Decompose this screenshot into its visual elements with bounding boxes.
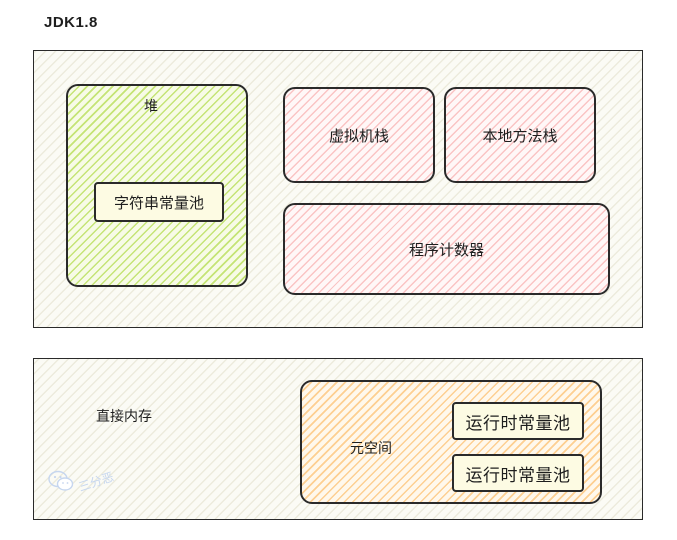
string-pool-box: 字符串常量池 <box>94 182 224 222</box>
native-stack-box: 本地方法栈 <box>444 87 596 183</box>
pc-register-box: 程序计数器 <box>283 203 610 295</box>
watermark: 三分恶 <box>48 469 116 494</box>
metaspace-box: 元空间 运行时常量池 运行时常量池 <box>300 380 602 504</box>
watermark-text: 三分恶 <box>76 469 116 494</box>
metaspace-label: 元空间 <box>350 441 392 457</box>
runtime-pool-box: 运行时常量池 <box>452 454 584 492</box>
jvm-stack-box: 虚拟机栈 <box>283 87 435 183</box>
wechat-icon <box>48 470 74 492</box>
heap-box: 堆 字符串常量池 <box>66 84 248 287</box>
runtime-pool-box: 运行时常量池 <box>452 402 584 440</box>
diagram-title: JDK1.8 <box>44 14 98 31</box>
direct-memory-label: 直接内存 <box>96 409 152 425</box>
heap-label: 堆 <box>144 99 158 115</box>
